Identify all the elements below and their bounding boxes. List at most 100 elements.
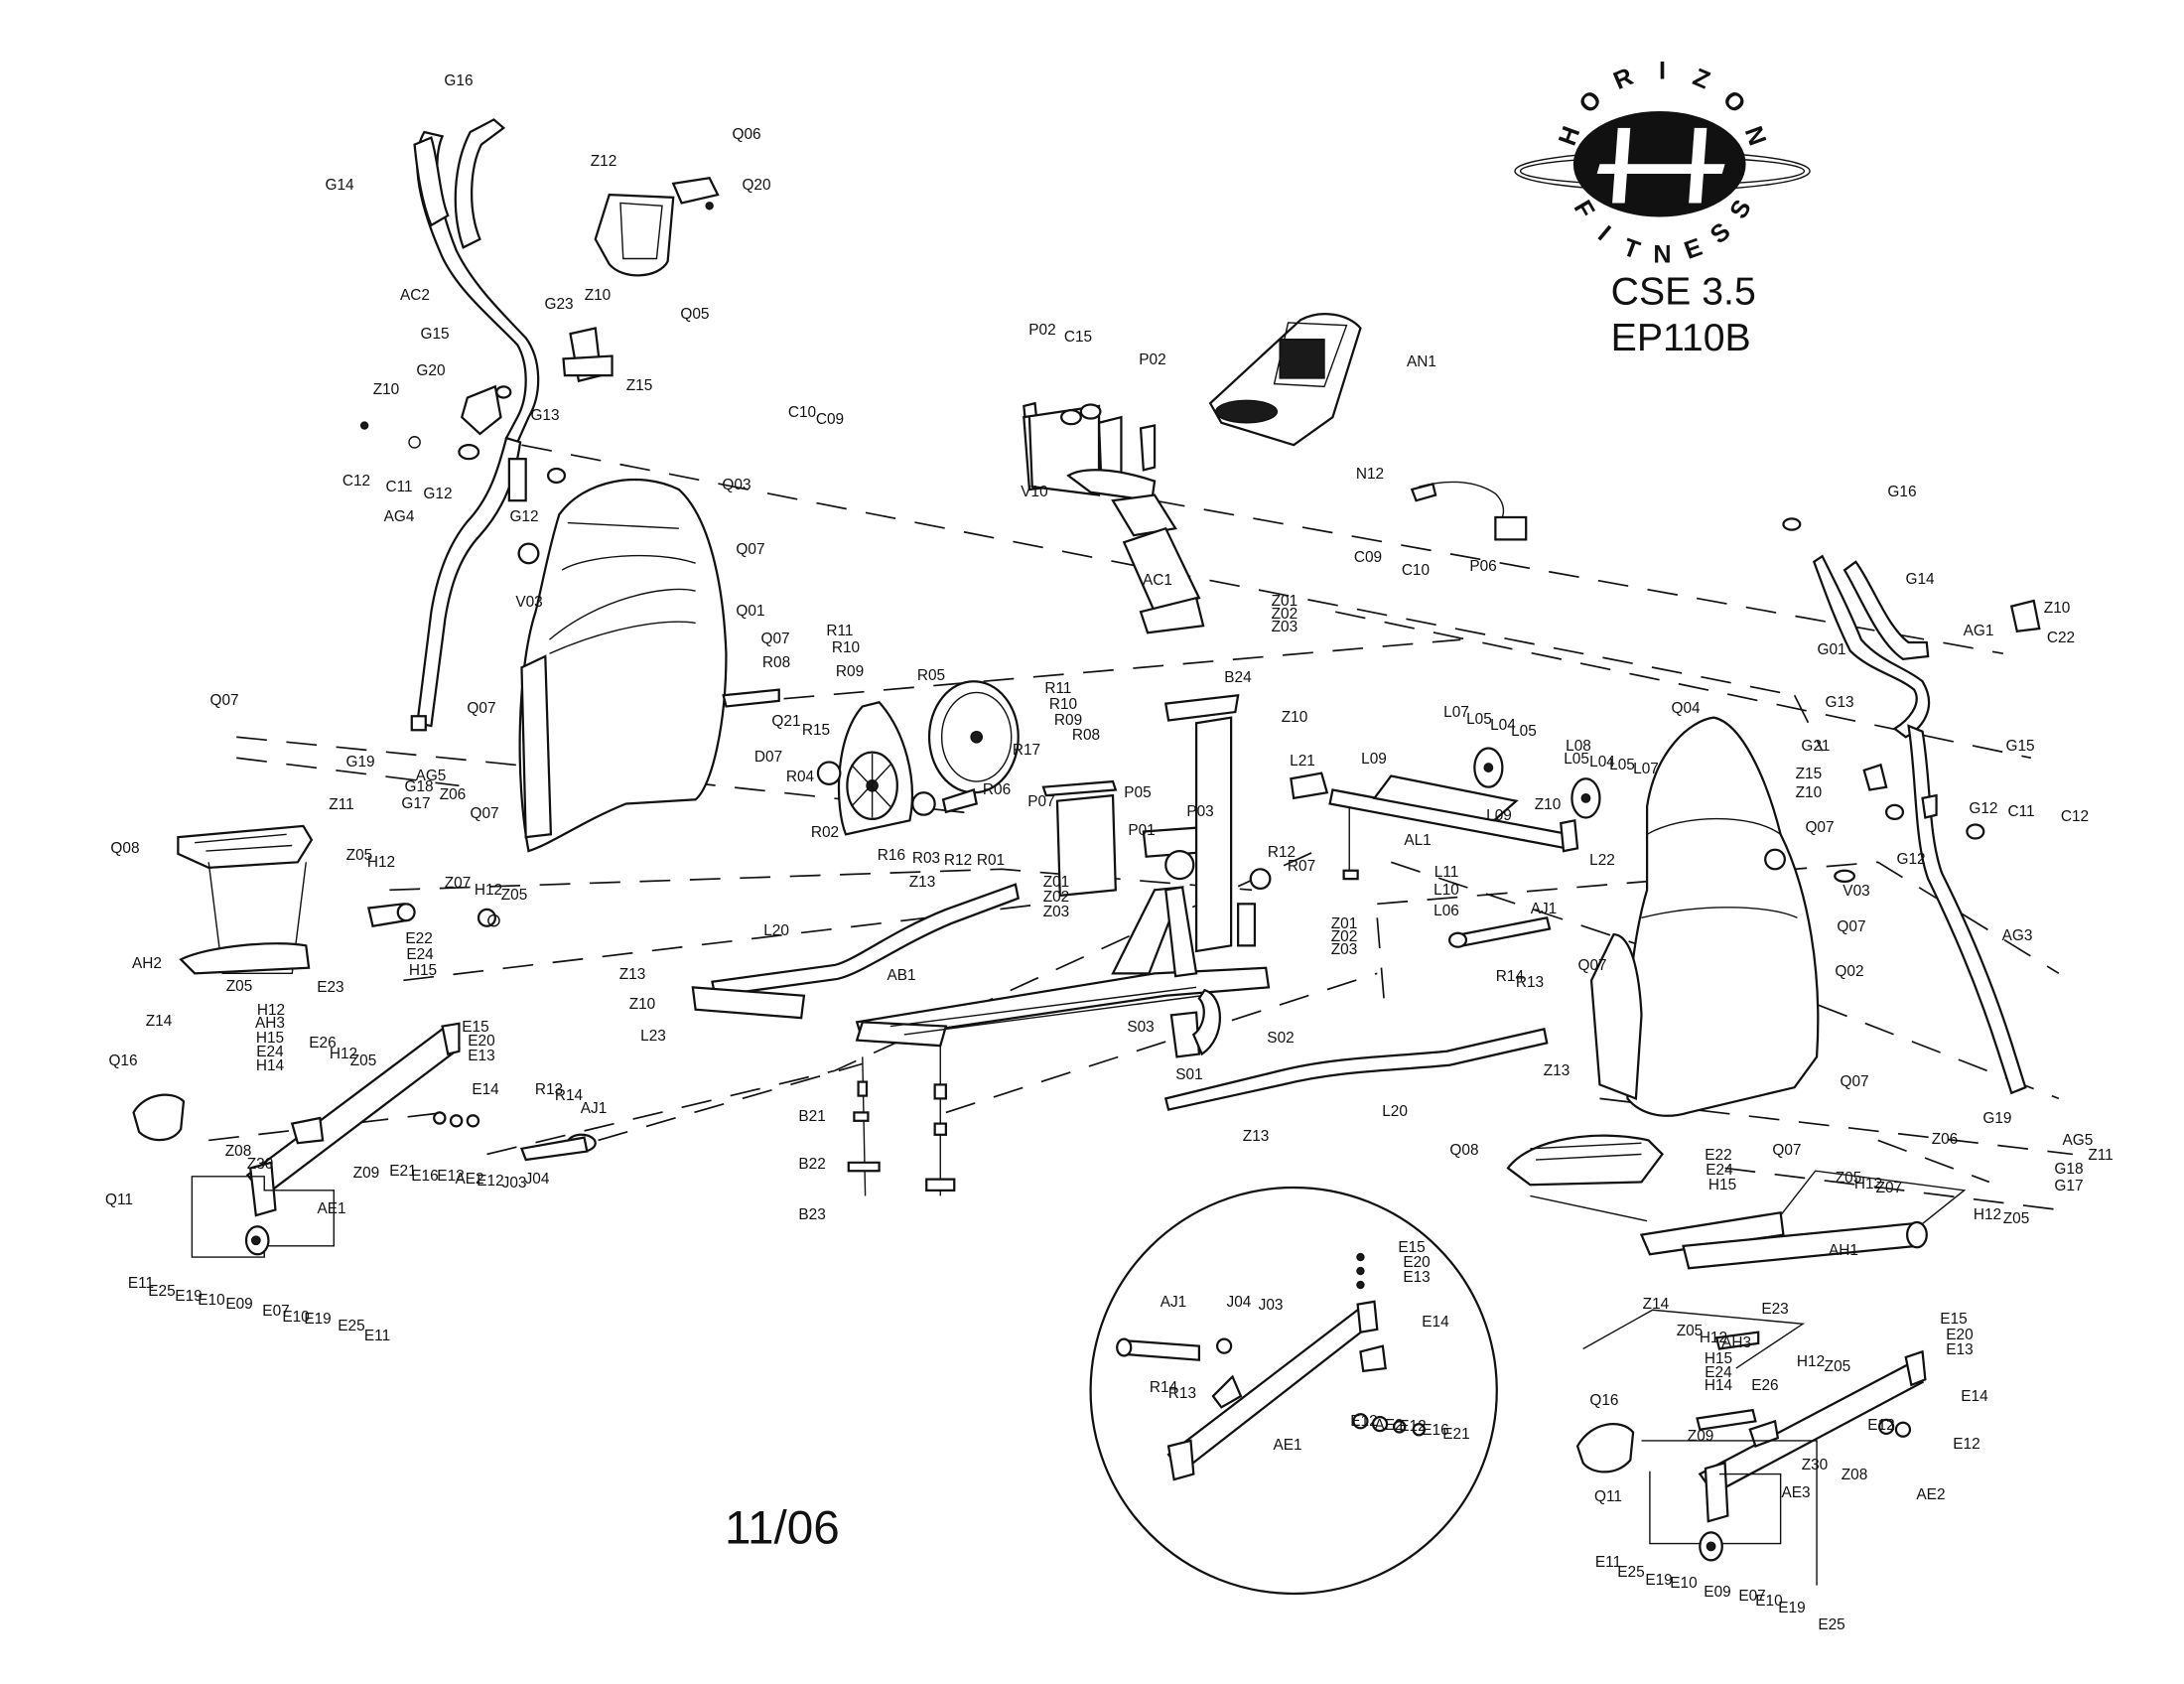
part-label: Z11 <box>329 796 353 813</box>
part-label: G14 <box>1905 571 1935 588</box>
part-label: G21 <box>1801 738 1830 755</box>
part-label: Z15 <box>1796 766 1823 782</box>
part-label: Z10 <box>1282 709 1308 726</box>
part-label: L09 <box>1486 807 1512 824</box>
part-label: S03 <box>1127 1019 1154 1036</box>
part-label: E11 <box>128 1275 154 1292</box>
part-label: R05 <box>917 667 945 684</box>
right-lower-arm <box>1696 1349 1927 1523</box>
part-label: H14 <box>256 1057 285 1074</box>
part-label: L23 <box>640 1028 666 1045</box>
part-label: Z11 <box>2088 1147 2113 1164</box>
part-label: Z05 <box>1825 1358 1851 1375</box>
part-label: Q08 <box>110 840 139 857</box>
part-label: E26 <box>309 1035 336 1052</box>
flywheel <box>927 680 1020 794</box>
part-label: Q11 <box>105 1192 133 1208</box>
part-label: E10 <box>1670 1575 1697 1592</box>
part-label: AJ1 <box>581 1100 608 1117</box>
part-label: Z02 <box>1331 928 1358 945</box>
stabilizer-bracket <box>1169 988 1222 1058</box>
part-label: Q07 <box>1805 819 1834 836</box>
part-label: AC1 <box>1143 572 1172 589</box>
part-label: E16 <box>411 1168 438 1185</box>
part-label: Q07 <box>471 805 499 822</box>
main-frame <box>855 693 1272 1048</box>
part-label: Z03 <box>1272 619 1298 635</box>
part-label: G20 <box>416 362 445 379</box>
part-label: Z09 <box>353 1165 380 1182</box>
part-label: G23 <box>544 296 573 313</box>
part-label: E07 <box>1738 1588 1765 1605</box>
part-label: C11 <box>2008 803 2035 820</box>
part-label: AG3 <box>2002 927 2033 944</box>
part-label: Z02 <box>1272 606 1298 623</box>
part-label: H12 <box>330 1046 357 1062</box>
part-label: L05 <box>1511 723 1537 740</box>
upper-brackets <box>460 327 614 436</box>
part-label: E21 <box>389 1163 416 1180</box>
part-label: Q07 <box>736 541 764 558</box>
part-label: E14 <box>472 1081 499 1098</box>
part-label: Z14 <box>1643 1296 1670 1313</box>
part-label: B21 <box>798 1108 825 1125</box>
part-label: G12 <box>423 486 452 502</box>
part-label: E13 <box>468 1048 494 1064</box>
part-label: Q11 <box>1594 1488 1622 1505</box>
part-label: R14 <box>1496 968 1525 985</box>
part-label: G16 <box>1887 484 1916 500</box>
part-label: Q02 <box>1835 963 1863 980</box>
part-label: E14 <box>1961 1388 1988 1405</box>
part-label: E15 <box>1398 1239 1425 1256</box>
part-label: Q08 <box>1449 1142 1478 1159</box>
logo-letter: O <box>1573 85 1607 118</box>
part-label: J03 <box>502 1175 527 1192</box>
part-label: Z13 <box>1544 1062 1570 1079</box>
part-label: P02 <box>1139 351 1165 368</box>
part-label: L20 <box>1382 1103 1408 1120</box>
part-label: AH3 <box>1721 1334 1751 1351</box>
part-label: R11 <box>1044 680 1071 697</box>
part-label: G15 <box>2006 738 2035 755</box>
part-label: B24 <box>1224 669 1252 686</box>
power-adapter <box>1410 481 1528 541</box>
logo-letter: H <box>1554 123 1586 150</box>
part-label: R10 <box>1049 696 1077 713</box>
part-label: G16 <box>444 72 473 89</box>
part-label: AE2 <box>456 1171 484 1188</box>
part-label: L05 <box>1609 757 1635 773</box>
part-label: S02 <box>1267 1030 1294 1047</box>
part-label: L20 <box>763 922 789 939</box>
part-label: L21 <box>1290 753 1315 770</box>
part-label: J03 <box>1259 1297 1284 1314</box>
part-label: Z12 <box>591 153 617 170</box>
part-label: AE1 <box>1273 1437 1301 1454</box>
part-label: J04 <box>1227 1294 1252 1311</box>
part-label: AG4 <box>384 508 415 525</box>
part-label: Z02 <box>1043 889 1070 906</box>
part-label: E12 <box>477 1173 503 1190</box>
part-label: R03 <box>912 850 940 867</box>
part-label: H12 <box>367 854 395 871</box>
left-pedal <box>177 824 314 975</box>
part-label: L04 <box>1490 717 1516 734</box>
part-label: E19 <box>1645 1572 1672 1589</box>
part-label: R15 <box>802 722 830 739</box>
right-rail <box>1163 1028 1549 1111</box>
part-label: Q07 <box>761 631 790 647</box>
part-label: G17 <box>2054 1178 2083 1194</box>
part-label: Z05 <box>350 1052 377 1069</box>
part-label: V10 <box>1021 484 1047 500</box>
part-label: B22 <box>798 1156 825 1173</box>
logo-letter: I <box>1659 57 1666 84</box>
part-label: E24 <box>1705 1364 1732 1381</box>
part-label: P01 <box>1128 822 1155 839</box>
part-label: Z13 <box>909 874 936 891</box>
part-label: L08 <box>1566 738 1591 755</box>
part-label: AG1 <box>1964 623 1994 639</box>
part-label: Z30 <box>1802 1457 1829 1474</box>
logo-letter: N <box>1653 240 1671 268</box>
part-label: E09 <box>1704 1584 1730 1601</box>
part-label: P02 <box>1028 322 1055 339</box>
part-label: E15 <box>462 1019 488 1036</box>
